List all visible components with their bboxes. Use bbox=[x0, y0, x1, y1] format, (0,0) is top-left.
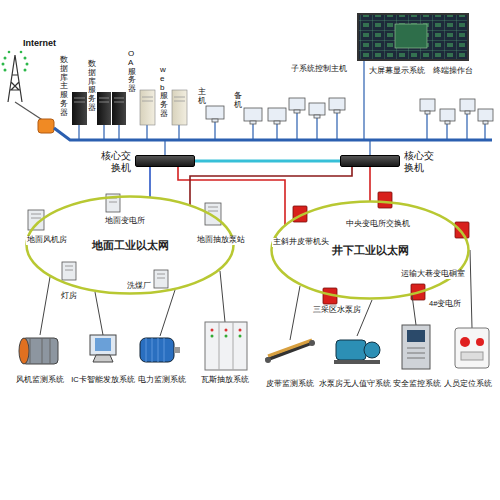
station-label: 洗煤厂 bbox=[126, 282, 152, 291]
network-link bbox=[195, 160, 340, 163]
core-switch: 核心交换机 bbox=[340, 155, 400, 167]
device-label: 数据库主服务器 bbox=[60, 56, 68, 118]
system-label: 安全监控系统 bbox=[392, 380, 442, 389]
network-link bbox=[149, 167, 151, 197]
core-switch: 核心交换机 bbox=[135, 155, 195, 167]
backbone-bus bbox=[54, 128, 492, 140]
workstations bbox=[206, 98, 493, 124]
device-label: OA服务器 bbox=[128, 50, 136, 94]
ethernet-ring: 井下工业以太网 bbox=[270, 200, 470, 300]
station-label: 中央变电所交换机 bbox=[345, 220, 411, 229]
computer-icon bbox=[90, 335, 116, 362]
system-label: 水泵房无人值守系统 bbox=[318, 380, 392, 389]
device-label: 主机 bbox=[198, 88, 206, 106]
system-label: IC卡智能发放系统 bbox=[70, 376, 136, 385]
antenna-tower bbox=[2, 51, 45, 121]
station-label: 4#变电所 bbox=[428, 300, 462, 309]
conveyor-icon bbox=[265, 340, 315, 363]
device-label: 数据库服务器 bbox=[88, 60, 96, 113]
device-label: 大屏幕显示系统 bbox=[368, 66, 426, 75]
switch-label: 核心交换机 bbox=[99, 150, 131, 174]
device-label: 备机 bbox=[234, 92, 242, 110]
station-label: 地面抽放泵站 bbox=[196, 236, 246, 245]
fan-icon bbox=[19, 338, 58, 364]
station-label: 主斜井皮带机头 bbox=[272, 238, 330, 247]
switch-label: 核心交换机 bbox=[404, 150, 436, 174]
drop-lines bbox=[79, 60, 485, 155]
station-label: 运输大巷变电硐室 bbox=[400, 270, 466, 279]
control-panel-icon bbox=[205, 322, 247, 370]
system-label: 瓦斯抽放系统 bbox=[200, 376, 250, 385]
system-label: 电力监测系统 bbox=[137, 376, 187, 385]
system-label: 人员定位系统 bbox=[443, 380, 493, 389]
system-label: 皮带监测系统 bbox=[265, 380, 315, 389]
device-label: 终端操作台 bbox=[432, 66, 474, 75]
large-screen bbox=[358, 14, 468, 60]
ring-title: 井下工业以太网 bbox=[332, 243, 409, 258]
station-label: 三采区水泵房 bbox=[312, 306, 362, 315]
firewall bbox=[38, 119, 54, 133]
network-link bbox=[369, 167, 371, 202]
station-label: 灯房 bbox=[60, 292, 78, 301]
ring-title: 地面工业以太网 bbox=[92, 238, 169, 253]
ethernet-ring: 地面工业以太网 bbox=[25, 195, 235, 295]
motor-icon bbox=[140, 338, 180, 362]
station-label: 地面变电所 bbox=[104, 217, 146, 226]
station-label: 地面风机房 bbox=[26, 236, 68, 245]
network-link bbox=[190, 167, 352, 205]
device-label: web服务器 bbox=[160, 66, 168, 119]
device-label: 子系统控制主机 bbox=[290, 64, 348, 73]
safety-monitor-icon bbox=[402, 325, 430, 369]
system-label: 风机监测系统 bbox=[15, 376, 65, 385]
personnel-locator-icon bbox=[455, 328, 489, 368]
pump-icon bbox=[334, 340, 380, 364]
network-label: Internet bbox=[22, 38, 57, 48]
